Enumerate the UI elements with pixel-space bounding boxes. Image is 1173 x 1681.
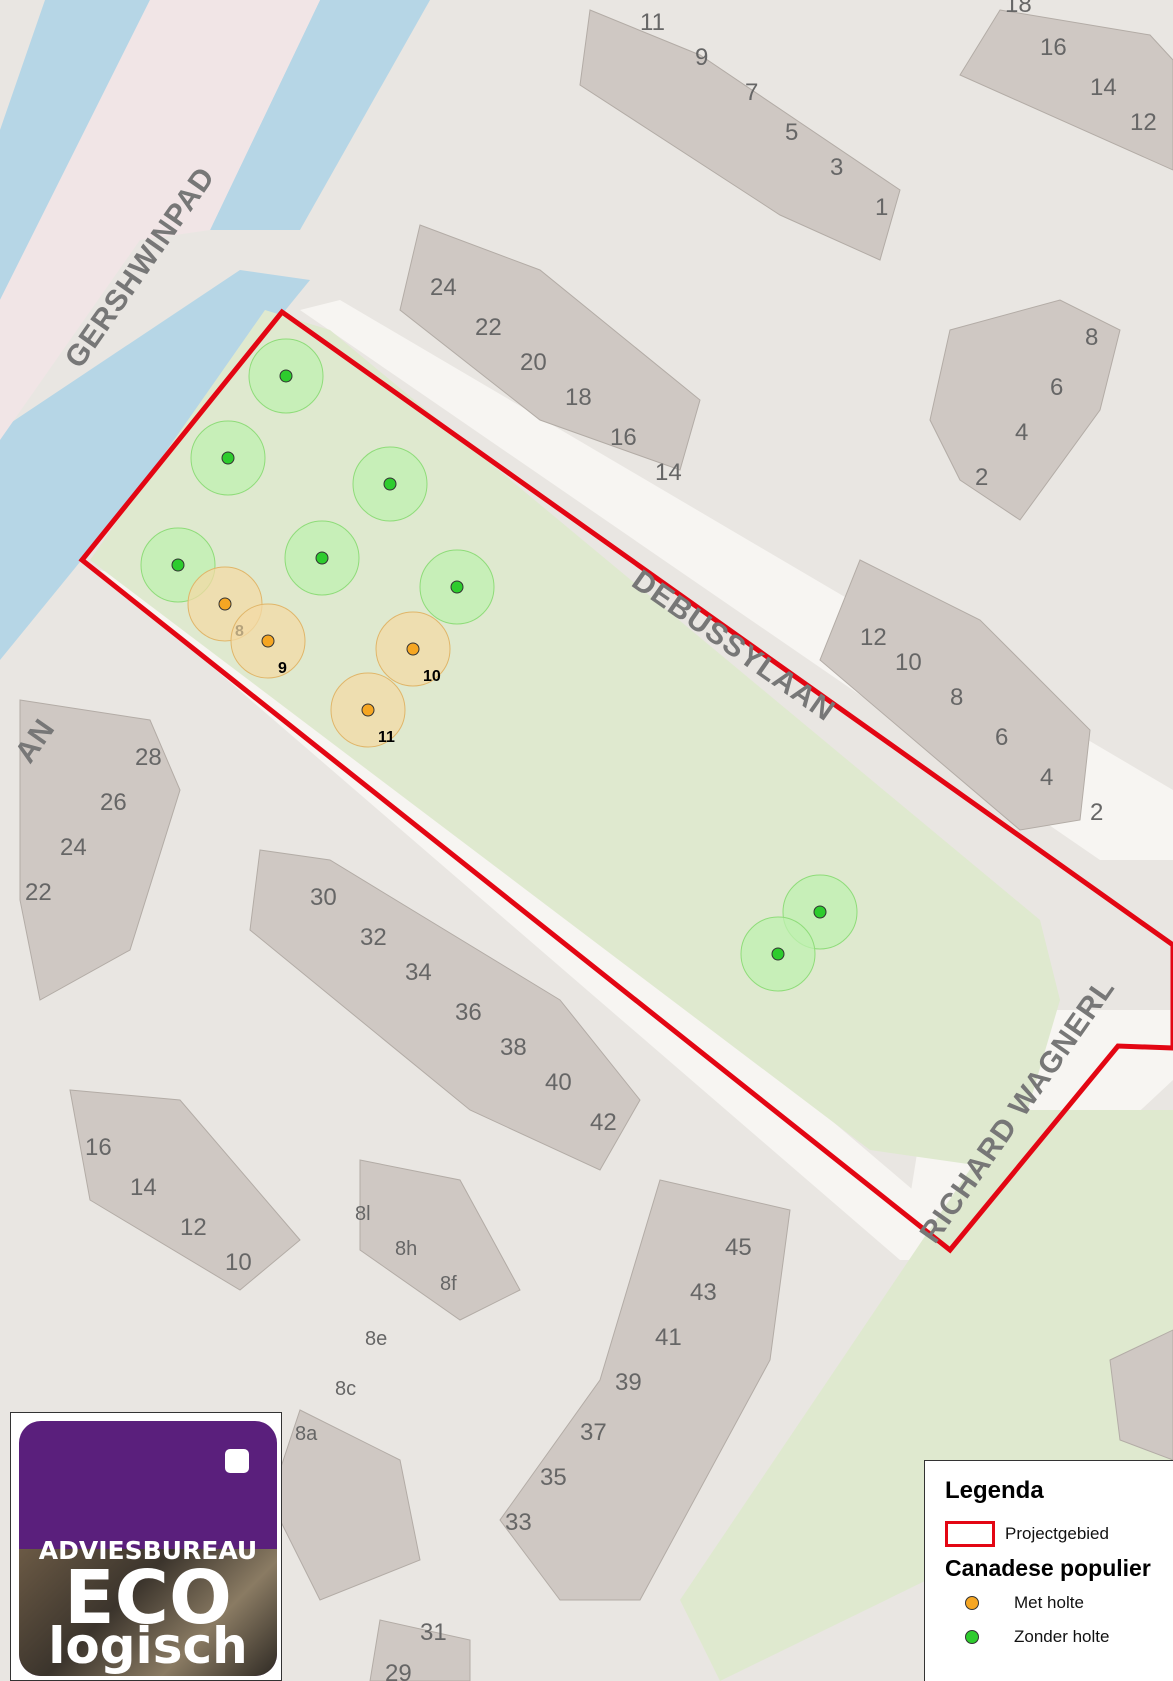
house-number: 10 bbox=[225, 1249, 252, 1276]
met-holte-dot-icon bbox=[965, 1596, 979, 1610]
house-number: 8e bbox=[365, 1328, 387, 1350]
house-number: 20 bbox=[520, 349, 547, 376]
legend-title: Legenda bbox=[945, 1477, 1044, 1504]
house-number: 18 bbox=[1005, 0, 1032, 18]
house-number: 14 bbox=[1090, 74, 1117, 101]
canal-water-2 bbox=[210, 0, 430, 230]
legend-item-met-holte: Met holte bbox=[945, 1586, 1173, 1620]
legend: Legenda Projectgebied Canadese populier … bbox=[924, 1460, 1173, 1681]
house-number: 1 bbox=[875, 194, 888, 221]
house-number: 6 bbox=[1050, 374, 1063, 401]
house-number: 43 bbox=[690, 1279, 717, 1306]
park-area-south bbox=[680, 1110, 1173, 1681]
gershwinpad-path bbox=[0, 0, 320, 440]
house-number: 24 bbox=[430, 274, 457, 301]
house-number: 35 bbox=[540, 1464, 567, 1491]
tree-point-zonder-holte[interactable] bbox=[813, 905, 827, 919]
house-number: 12 bbox=[1130, 109, 1157, 136]
house-number: 38 bbox=[500, 1034, 527, 1061]
house-number: 45 bbox=[725, 1234, 752, 1261]
tree-point-met-holte[interactable] bbox=[406, 642, 420, 656]
house-number: 9 bbox=[695, 44, 708, 71]
house-number: 41 bbox=[655, 1324, 682, 1351]
house-number: 10 bbox=[895, 649, 922, 676]
projectgebied-outline bbox=[78, 308, 1173, 1254]
house-number: 22 bbox=[475, 314, 502, 341]
tree-point-met-holte[interactable] bbox=[261, 634, 275, 648]
logo-text-adviesbureau: ADVIESBUREAU bbox=[38, 1536, 258, 1565]
house-number: 39 bbox=[615, 1369, 642, 1396]
house-number: 18 bbox=[565, 384, 592, 411]
logo-card: ADVIESBUREAU ECO logisch bbox=[19, 1421, 277, 1676]
house-number: 34 bbox=[405, 959, 432, 986]
house-number: 22 bbox=[25, 879, 52, 906]
house-number: 11 bbox=[640, 9, 665, 36]
house-number: 32 bbox=[360, 924, 387, 951]
buildings bbox=[19, 9, 1173, 1681]
house-number: 26 bbox=[100, 789, 127, 816]
house-number: 2 bbox=[975, 464, 988, 491]
legend-item-projectgebied: Projectgebied bbox=[945, 1517, 1173, 1551]
house-number: 24 bbox=[60, 834, 87, 861]
house-number: 14 bbox=[655, 459, 682, 486]
house-number: 8 bbox=[1085, 324, 1098, 351]
house-number: 5 bbox=[785, 119, 798, 146]
tree-point-zonder-holte[interactable] bbox=[221, 451, 235, 465]
tree-point-zonder-holte[interactable] bbox=[450, 580, 464, 594]
house-number: 3 bbox=[830, 154, 843, 181]
zonder-holte-dot-icon bbox=[965, 1630, 979, 1644]
logo-text-logisch: logisch bbox=[48, 1617, 248, 1675]
house-number: 37 bbox=[580, 1419, 607, 1446]
tree-point-zonder-holte[interactable] bbox=[383, 477, 397, 491]
tree-point-zonder-holte[interactable] bbox=[171, 558, 185, 572]
tree-label: 11 bbox=[378, 729, 395, 746]
legend-item-zonder-holte: Zonder holte bbox=[945, 1620, 1173, 1654]
house-number: 8 bbox=[950, 684, 963, 711]
logo-photo bbox=[19, 1549, 277, 1676]
projectgebied-swatch bbox=[945, 1521, 995, 1547]
house-number: 8a bbox=[295, 1423, 318, 1445]
house-number: 36 bbox=[455, 999, 482, 1026]
tree-label: 10 bbox=[423, 668, 441, 685]
house-number: 8c bbox=[335, 1378, 356, 1400]
house-number: 28 bbox=[135, 744, 162, 771]
house-number: 4 bbox=[1015, 419, 1028, 446]
logo-square-icon bbox=[225, 1449, 249, 1473]
logo-adviesbureau-ecologisch: ADVIESBUREAU ECO logisch bbox=[10, 1412, 282, 1681]
house-number: 16 bbox=[610, 424, 637, 451]
house-number: 16 bbox=[85, 1134, 112, 1161]
house-number: 16 bbox=[1040, 34, 1067, 61]
legend-label-projectgebied: Projectgebied bbox=[1005, 1524, 1109, 1543]
house-number: 7 bbox=[745, 79, 758, 106]
tree-point-zonder-holte[interactable] bbox=[315, 551, 329, 565]
legend-label-zonder-holte: Zonder holte bbox=[1014, 1627, 1110, 1646]
tree-point-zonder-holte[interactable] bbox=[279, 369, 293, 383]
house-number: 30 bbox=[310, 884, 337, 911]
tree-point-met-holte[interactable] bbox=[218, 597, 232, 611]
house-number: 8f bbox=[440, 1273, 457, 1295]
house-number: 6 bbox=[995, 724, 1008, 751]
house-number: 42 bbox=[590, 1109, 617, 1136]
house-number: 12 bbox=[180, 1214, 207, 1241]
tree-point-met-holte[interactable] bbox=[361, 703, 375, 717]
house-number: 14 bbox=[130, 1174, 157, 1201]
tree-label: 9 bbox=[278, 660, 287, 677]
house-number: 33 bbox=[505, 1509, 532, 1536]
legend-label-met-holte: Met holte bbox=[1014, 1593, 1084, 1612]
legend-subtitle: Canadese populier bbox=[945, 1555, 1151, 1581]
house-number: 40 bbox=[545, 1069, 572, 1096]
tree-points: 891011 bbox=[140, 338, 858, 992]
house-number: 8l bbox=[355, 1203, 371, 1225]
house-number: 2 bbox=[1090, 799, 1103, 826]
house-number: 31 bbox=[420, 1619, 447, 1646]
house-number: 12 bbox=[860, 624, 887, 651]
logo-text-eco: ECO bbox=[64, 1555, 232, 1641]
tree-point-zonder-holte[interactable] bbox=[771, 947, 785, 961]
house-number: 29 bbox=[385, 1660, 412, 1681]
house-number: 8h bbox=[395, 1238, 417, 1260]
house-numbers: 11 9 7 5 3 1 18 16 14 12 24 22 20 18 16 … bbox=[25, 0, 1157, 1681]
house-number: 4 bbox=[1040, 764, 1053, 791]
